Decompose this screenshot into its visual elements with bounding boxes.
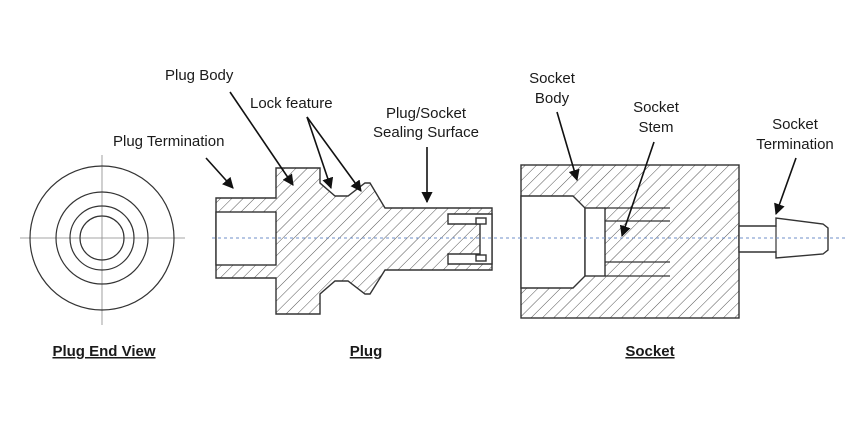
plug-body-arrow <box>229 91 294 186</box>
socket-stem-label-line-2: Stem <box>638 119 673 136</box>
socket-termination-label-line-1: Socket <box>772 116 819 133</box>
socket <box>520 164 829 319</box>
plug-termination-label: Plug Termination <box>113 133 224 150</box>
plug-seal-groove-top <box>475 217 487 225</box>
socket-termination-arrow <box>774 157 797 216</box>
sealing-surface-label-line-1: Plug/Socket <box>386 105 467 122</box>
plug-termination-arrow <box>205 157 234 189</box>
lock-feature-label: Lock feature <box>250 95 333 112</box>
plug-seal-groove-bottom <box>475 254 487 262</box>
end-view-middle-circle <box>55 191 149 285</box>
plug-sealing-cavity <box>447 213 493 265</box>
socket-caption: Socket <box>625 343 674 360</box>
socket-stem-arrow <box>619 141 655 238</box>
end-view-bore-inner-circle <box>79 215 125 261</box>
socket-termination-label-line-2: Termination <box>756 136 834 153</box>
lock-feature-arrow-1 <box>306 116 334 190</box>
socket-body-arrow <box>556 111 580 182</box>
plug-caption: Plug <box>350 343 383 360</box>
socket-stem-label-line-1: Socket <box>633 99 680 116</box>
plug-body-label: Plug Body <box>165 67 234 84</box>
sealing-surface-label-line-2: Sealing Surface <box>373 124 479 141</box>
end-view-outer-circle <box>29 165 175 311</box>
lock-feature-arrow-2 <box>306 116 362 192</box>
socket-body-label-line-1: Socket <box>529 70 576 87</box>
leader-lines <box>205 91 797 238</box>
callout-labels: Plug Body Lock feature Plug Termination … <box>113 67 834 153</box>
plug <box>215 167 493 315</box>
view-captions: Plug End View Plug Socket <box>52 343 674 360</box>
plug-body-shape <box>215 167 493 315</box>
end-view-bore-outer-circle <box>69 205 135 271</box>
socket-receiving-bore <box>520 195 586 289</box>
socket-inner-chamber <box>584 207 606 277</box>
plug-end-view-caption: Plug End View <box>52 343 155 360</box>
plug-end-view <box>20 155 185 325</box>
socket-body-label-line-2: Body <box>535 90 570 107</box>
